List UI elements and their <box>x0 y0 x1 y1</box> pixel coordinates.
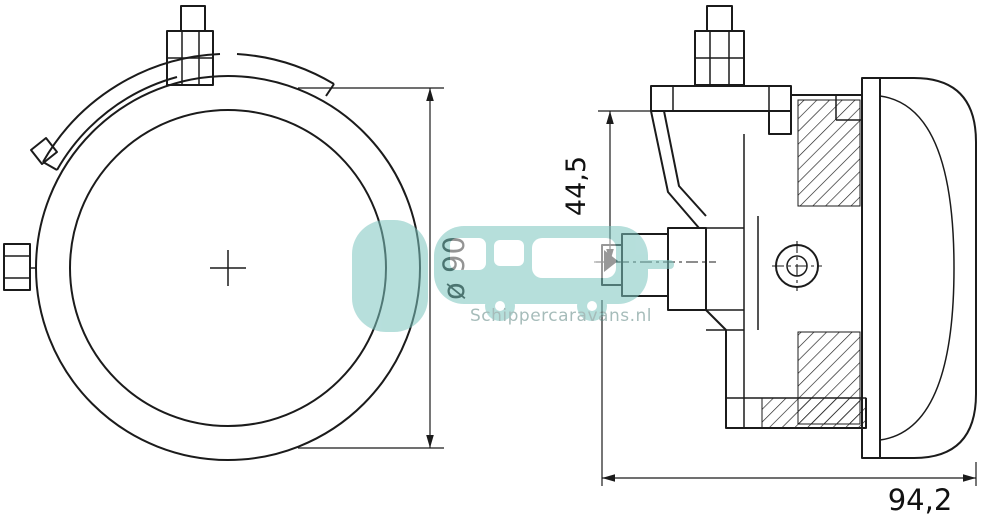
watermark-text: Schippercaravans.nl <box>470 306 652 326</box>
arrowhead-down <box>426 435 434 448</box>
foot-pad-hatch <box>761 397 867 429</box>
height-label: 44,5 <box>561 156 592 216</box>
watermark-blob <box>352 220 428 332</box>
arrowhead-right <box>963 474 976 482</box>
watermark: Schippercaravans.nl <box>352 220 674 332</box>
top-mounting-bolt-side <box>694 5 745 86</box>
lens-assembly <box>861 77 977 459</box>
watermark-window-1 <box>450 238 486 270</box>
arrowhead-left <box>602 474 615 482</box>
height-dimension: 44,5 <box>561 110 666 263</box>
center-mark <box>210 250 246 286</box>
section-hatch-top <box>797 99 861 207</box>
pivot-bolt <box>772 241 822 291</box>
lens-inner-curve <box>879 95 955 441</box>
watermark-window-2 <box>494 240 524 266</box>
watermark-hitch <box>644 260 674 269</box>
mounting-bracket <box>650 85 792 229</box>
watermark-wheel-right-hub <box>587 301 597 311</box>
side-connector-lug <box>3 243 37 291</box>
width-dimension: 94,2 <box>601 300 977 517</box>
top-mounting-bolt <box>166 5 214 86</box>
strap-end-tab <box>30 137 58 165</box>
watermark-window-3 <box>532 238 616 278</box>
width-label: 94,2 <box>888 483 953 517</box>
arrowhead-up <box>606 111 614 124</box>
lamp-housing <box>706 86 862 428</box>
bottom-foot <box>705 309 867 429</box>
watermark-wheel-left-hub <box>495 301 505 311</box>
side-view: 44,5 94,2 <box>561 5 977 517</box>
mounting-strap <box>30 53 335 171</box>
lens-outline <box>861 77 977 459</box>
arrowhead-up <box>426 88 434 101</box>
